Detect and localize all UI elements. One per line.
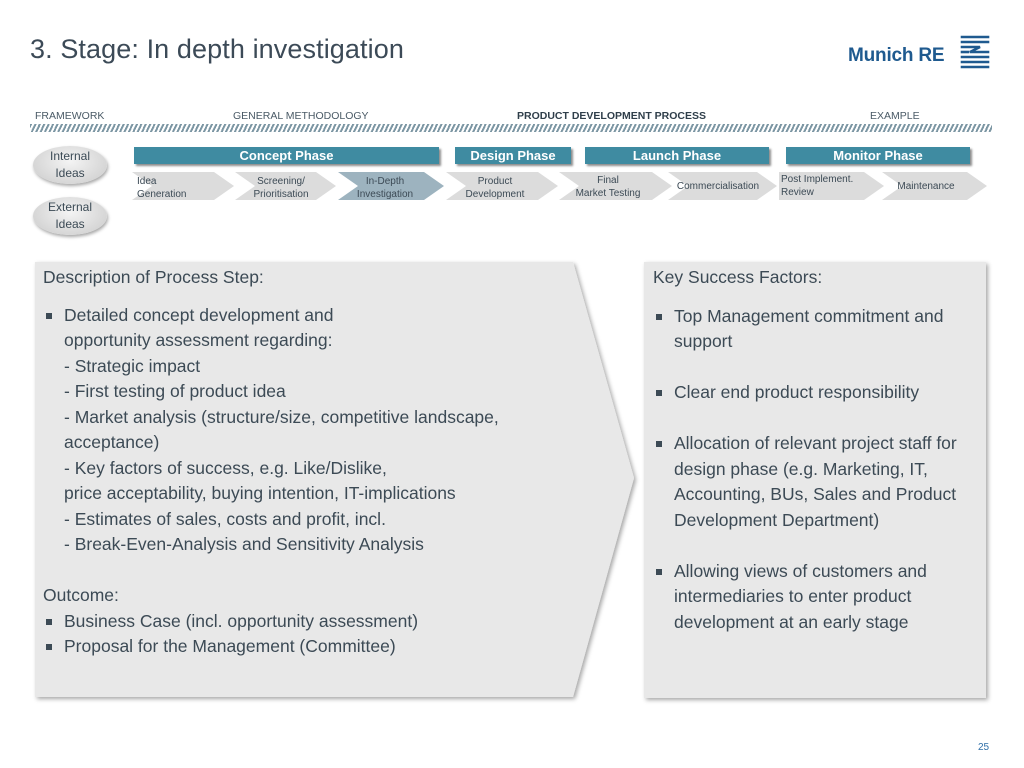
outcome-item: Business Case (incl. opportunity assessm…: [43, 609, 613, 635]
nav-product-development-process[interactable]: PRODUCT DEVELOPMENT PROCESS: [517, 110, 707, 122]
description-line: opportunity assessment regarding:: [64, 330, 333, 350]
hatched-divider: [30, 124, 992, 132]
success-item-text: Allowing views of customers and intermed…: [674, 560, 927, 632]
outcome-item-text: Proposal for the Management (Committee): [64, 636, 396, 656]
design-phase-bar: Design Phase: [455, 147, 571, 164]
description-text: Description of Process Step: Detailed co…: [43, 265, 613, 660]
success-item-text: Allocation of relevant project staff for…: [674, 433, 957, 530]
page-title: 3. Stage: In depth investigation: [30, 34, 404, 64]
nav-example[interactable]: EXAMPLE: [870, 110, 920, 122]
step-label-in-depth-investigation: In-Depth Investigation: [356, 176, 414, 200]
step-label-final-market-testing: Final Market Testing: [575, 175, 641, 199]
munich-re-logo: Munich RE: [848, 34, 998, 74]
external-ideas-label: External Ideas: [47, 200, 93, 231]
description-heading: Description of Process Step:: [43, 267, 264, 287]
description-line: - First testing of product idea: [64, 381, 286, 401]
success-item: Allowing views of customers and intermed…: [653, 559, 983, 636]
description-line: - Break-Even-Analysis and Sensitivity An…: [64, 534, 424, 554]
success-item-text: Clear end product responsibility: [674, 382, 920, 402]
success-text: Key Success Factors: Top Management comm…: [653, 265, 983, 635]
description-line: - Key factors of success, e.g. Like/Disl…: [64, 457, 387, 478]
success-item: Allocation of relevant project staff for…: [653, 431, 983, 533]
success-item: Clear end product responsibility: [653, 380, 983, 406]
concept-phase-bar: Concept Phase: [134, 147, 439, 164]
outcome-item-text: Business Case (incl. opportunity assessm…: [64, 610, 419, 631]
step-label-idea-generation: Idea Generation: [137, 176, 187, 200]
external-ideas-oval: External Ideas: [33, 197, 107, 235]
outcome-heading: Outcome:: [43, 585, 119, 605]
outcome-item: Proposal for the Management (Committee): [43, 634, 613, 660]
description-line: - Strategic impact: [64, 355, 201, 376]
success-item: Top Management commitment and support: [653, 304, 983, 355]
step-label-maintenance: Maintenance: [897, 181, 955, 192]
step-label-screening: Screening/ Prioritisation: [253, 176, 309, 200]
logo-text: Munich RE: [848, 45, 945, 66]
success-panel: [644, 262, 986, 698]
success-heading: Key Success Factors:: [653, 267, 823, 287]
monitor-phase-bar: Monitor Phase: [786, 147, 970, 164]
step-maintenance-chevron: [882, 172, 987, 200]
nav-general-methodology[interactable]: GENERAL METHODOLOGY: [233, 110, 369, 122]
description-line: acceptance): [64, 432, 160, 452]
nav-framework[interactable]: FRAMEWORK: [35, 110, 105, 122]
step-label-post-implement-review: Post Implement. Review: [781, 174, 854, 198]
internal-ideas-label: Internal Ideas: [49, 149, 91, 180]
description-panel: [35, 262, 634, 697]
step-final-market-testing-chevron: [559, 172, 672, 200]
success-item-text: Top Management commitment and support: [674, 305, 944, 352]
internal-ideas-oval: Internal Ideas: [33, 146, 107, 184]
step-commercialisation-chevron: [668, 172, 777, 200]
step-in-depth-investigation-chevron: [338, 172, 444, 200]
page-number: 25: [978, 742, 990, 753]
description-line: price acceptability, buying intention, I…: [64, 483, 456, 503]
description-line: - Market analysis (structure/size, compe…: [64, 406, 499, 427]
step-label-product-development: Product Development: [465, 176, 525, 200]
description-bullet: Detailed concept development and: [43, 303, 613, 329]
step-label-commercialisation: Commercialisation: [676, 181, 760, 192]
step-screening-chevron: [235, 172, 336, 200]
description-bullet-text: Detailed concept development and: [64, 304, 334, 325]
step-idea-generation-chevron: [132, 172, 234, 200]
step-product-development-chevron: [446, 172, 558, 200]
step-post-implement-review-chevron: [779, 172, 884, 200]
launch-phase-bar: Launch Phase: [585, 147, 769, 164]
description-line: - Estimates of sales, costs and profit, …: [64, 508, 386, 529]
logo-wave-icon: [960, 35, 990, 69]
